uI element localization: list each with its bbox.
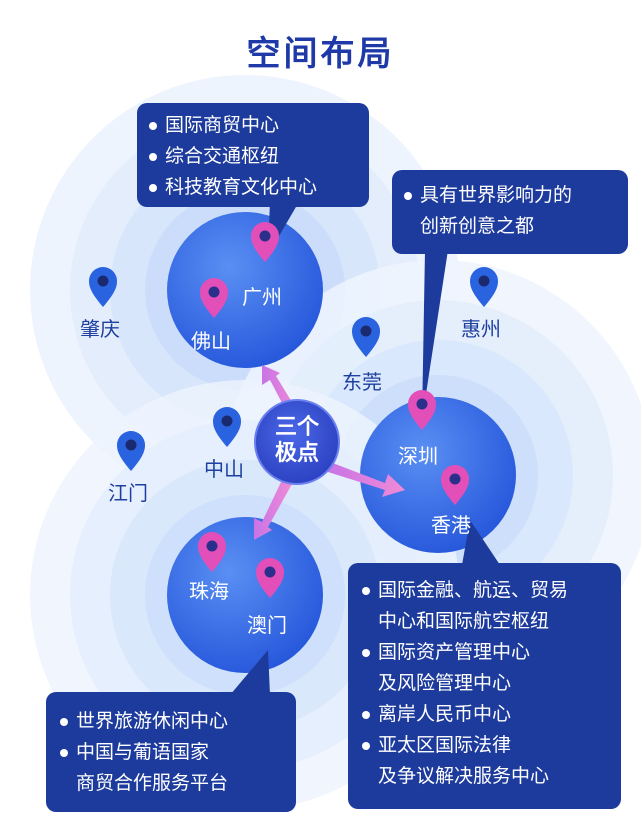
city-label-dongguan: 东莞 <box>342 370 382 394</box>
callout-shenzhen-line2: 创新创意之都 <box>420 215 535 237</box>
arrow-to-macau <box>254 480 292 540</box>
callout-guangzhou-item: 国际商贸中心 <box>147 110 359 141</box>
city-label-shenzhen: 深圳 <box>398 444 438 468</box>
callout-hongkong-item-line1: 国际资产管理中心 <box>360 637 609 668</box>
city-label-jiangmen: 江门 <box>108 481 148 505</box>
page-title: 空间布局 <box>246 34 395 74</box>
city-label-zhaoqing: 肇庆 <box>80 317 120 341</box>
callout-hongkong: 国际金融、航运、贸易 中心和国际航空枢纽 国际资产管理中心 及风险管理中心 离岸… <box>348 563 621 809</box>
callout-macau-item-line1: 中国与葡语国家 <box>58 737 284 768</box>
callout-shenzhen: 具有世界影响力的 创新创意之都 <box>392 170 628 254</box>
center-label-line1: 三个 <box>274 415 319 440</box>
arrow-to-shenzhen <box>328 462 405 497</box>
city-label-zhuhai: 珠海 <box>189 579 229 603</box>
callout-pointer-macau <box>230 650 270 695</box>
city-label-foshan: 佛山 <box>191 329 231 353</box>
center-core <box>255 400 339 484</box>
city-label-macau: 澳门 <box>247 613 287 637</box>
city-label-huizhou: 惠州 <box>461 317 501 341</box>
center-label: 三个 极点 <box>258 415 336 467</box>
center-label-line2: 极点 <box>274 441 319 466</box>
callout-hongkong-item-line1: 离岸人民币中心 <box>360 699 609 730</box>
city-label-guangzhou: 广州 <box>242 285 282 309</box>
callout-hongkong-item-line2: 及风险管理中心 <box>378 672 512 694</box>
city-label-zhongshan: 中山 <box>204 457 244 481</box>
callout-shenzhen-line1: 具有世界影响力的 <box>402 180 618 211</box>
callout-hongkong-item-line1: 亚太区国际法律 <box>360 730 609 761</box>
callout-guangzhou-item: 综合交通枢纽 <box>147 141 359 172</box>
city-label-hongkong: 香港 <box>431 513 471 537</box>
callout-hongkong-item-line2: 及争议解决服务中心 <box>378 765 550 787</box>
pole-circle-shenzhen <box>360 397 516 553</box>
callout-macau: 世界旅游休闲中心 中国与葡语国家 商贸合作服务平台 <box>46 692 296 812</box>
callout-hongkong-item-line2: 中心和国际航空枢纽 <box>378 610 550 632</box>
callout-macau-item-line2: 商贸合作服务平台 <box>76 772 229 794</box>
callout-pointer-hongkong <box>462 520 500 565</box>
callout-guangzhou: 国际商贸中心 综合交通枢纽 科技教育文化中心 <box>137 103 369 207</box>
callout-macau-item-line1: 世界旅游休闲中心 <box>58 706 284 737</box>
center-core-ring <box>254 399 340 485</box>
callout-hongkong-item-line1: 国际金融、航运、贸易 <box>360 575 609 606</box>
callout-pointer-shenzhen <box>422 250 448 420</box>
callout-guangzhou-item: 科技教育文化中心 <box>147 172 359 203</box>
pole-circle-guangzhou <box>167 212 323 368</box>
